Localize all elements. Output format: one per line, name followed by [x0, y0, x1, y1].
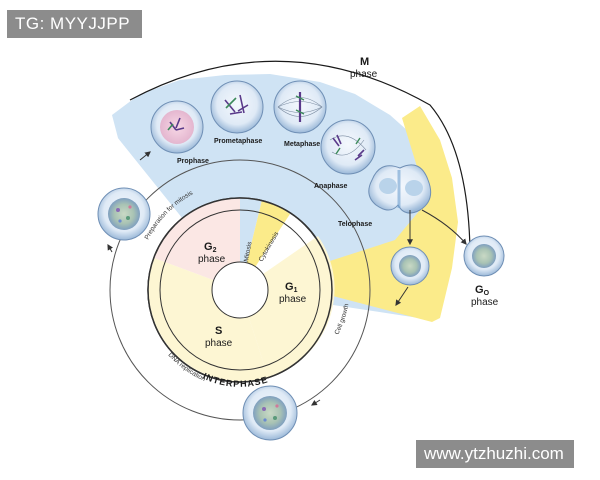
g2-phase-word: phase — [198, 254, 226, 265]
telophase-cell — [368, 164, 432, 214]
telophase-to-g0-arrow — [421, 209, 467, 245]
anaphase-cell — [320, 119, 376, 175]
stage-label-metaphase: Metaphase — [284, 141, 320, 148]
g1-phase-word: phase — [279, 294, 307, 305]
prometaphase-cell — [210, 80, 264, 134]
g0-cell — [463, 235, 505, 277]
g0-phase-word: phase — [471, 297, 499, 308]
s-phase-label: S — [215, 325, 222, 337]
g1-phase-label: G1 — [285, 281, 298, 294]
m-phase-letter: M — [360, 56, 369, 68]
s-phase-word: phase — [205, 338, 233, 349]
cycle-arrow-left — [107, 243, 113, 253]
m-phase-bracket — [129, 60, 471, 251]
daughter-cell — [390, 246, 430, 286]
stage-label-prophase: Prophase — [177, 158, 209, 165]
watermark-top: TG: MYYJJPP — [7, 10, 143, 38]
watermark-bottom: www.ytzhuzhi.com — [416, 440, 574, 468]
cycle-arrow-top — [139, 151, 151, 161]
g1-cell — [242, 385, 298, 441]
g2-phase-label: G2 — [204, 241, 217, 254]
mitosis-label: Mitosis — [243, 240, 254, 262]
g2-cell — [97, 187, 151, 241]
daughter-to-cycle-arrow — [395, 286, 409, 306]
interphase-disc — [147, 197, 335, 383]
cycle-circle — [109, 159, 371, 421]
metaphase-cell — [273, 80, 327, 134]
cell-growth-label: Cell growth — [334, 303, 351, 336]
stage-label-telophase: Telophase — [338, 221, 372, 228]
stage-label-anaphase: Anaphase — [314, 183, 348, 190]
g0-phase-label: GO — [475, 284, 490, 297]
cycle-arrow-bottom — [310, 399, 321, 406]
m-phase-word: phase — [350, 69, 378, 80]
prophase-cell — [150, 100, 204, 154]
stage-label-prometaphase: Prometaphase — [214, 138, 262, 145]
